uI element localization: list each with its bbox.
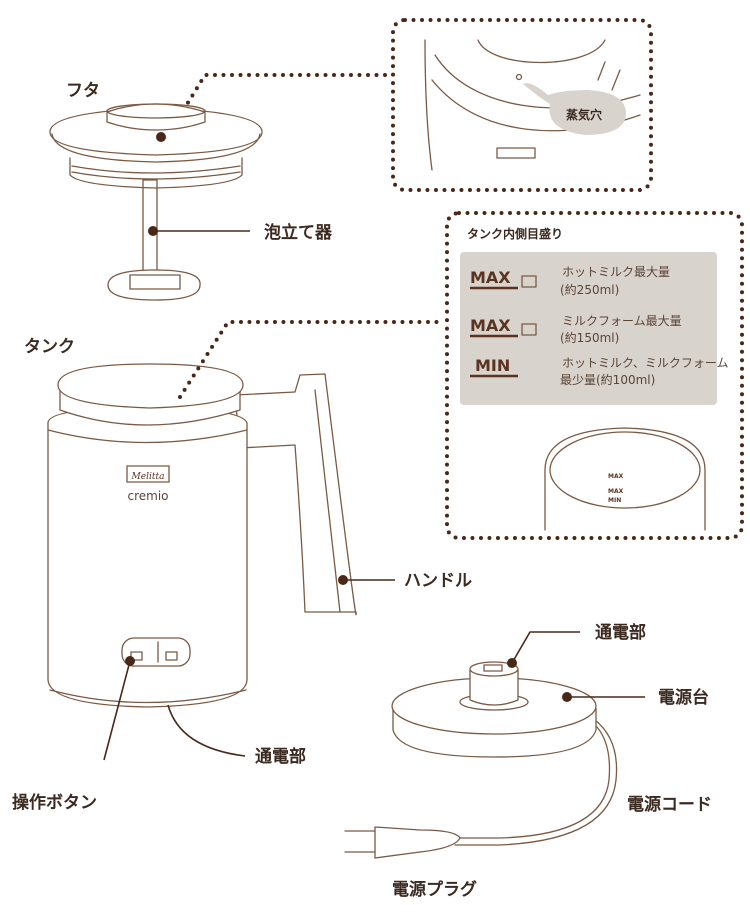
milk-foam-cup-icon (521, 323, 537, 336)
gauge-desc: (約250ml) (560, 282, 619, 297)
power-base-label: 電源台 (658, 687, 709, 708)
handle-label: ハンドル (404, 571, 472, 591)
operation-buttons[interactable] (121, 637, 191, 667)
gauge-desc: ミルクフォーム最大量 (562, 314, 682, 328)
steam-hole-label: 蒸気穴 (566, 107, 602, 122)
melitta-logo: Melitta (131, 472, 165, 482)
hot-milk-cup-icon (165, 651, 178, 661)
power-plug-label: 電源プラグ (392, 879, 477, 900)
tank-illustration: Melitta cremio (47, 363, 395, 761)
steam-hole-detail: 蒸気穴 (391, 18, 653, 192)
inset-max-mark: MAX (608, 488, 624, 495)
foam-cup-icon (130, 651, 143, 661)
base-contact-label: 通電部 (595, 622, 646, 643)
gauge-row-min: MIN ホットミルク、ミルクフォーム 最少量(約100ml) (470, 356, 729, 387)
hot-milk-cup-icon (521, 275, 537, 288)
model-name: cremio (127, 489, 168, 503)
gauge-desc: 最少量(約100ml) (560, 372, 655, 387)
tank-contact-label: 通電部 (255, 746, 306, 767)
whisk-label: 泡立て器 (264, 222, 333, 243)
inset-min-mark: MIN (608, 497, 621, 504)
power-cord-label: 電源コード (627, 794, 712, 815)
gauge-row-max-foam: MAX ミルクフォーム最大量 (約150ml) (470, 314, 682, 345)
gauge-desc: ホットミルク、ミルクフォーム (562, 356, 729, 370)
max-mark: MAX (470, 316, 511, 335)
inset-max-mark: MAX (608, 473, 624, 480)
power-base-illustration (344, 631, 645, 859)
gauge-desc: ホットミルク最大量 (562, 265, 670, 279)
lid-illustration (49, 103, 263, 301)
lid-label: フタ (66, 81, 100, 101)
operation-button-label: 操作ボタン (12, 792, 97, 813)
tank-label: タンク (24, 337, 75, 357)
min-mark: MIN (475, 356, 510, 375)
gauge-panel: タンク内側目盛り MAX ホットミルク最大量 (約250ml) MAX ミルクフ… (445, 211, 744, 540)
max-mark: MAX (470, 268, 511, 287)
gauge-desc: (約150ml) (560, 330, 619, 345)
gauge-title: タンク内側目盛り (467, 226, 563, 241)
gauge-row-max-hot: MAX ホットミルク最大量 (約250ml) (470, 265, 670, 297)
gauge-pointer (178, 320, 442, 399)
